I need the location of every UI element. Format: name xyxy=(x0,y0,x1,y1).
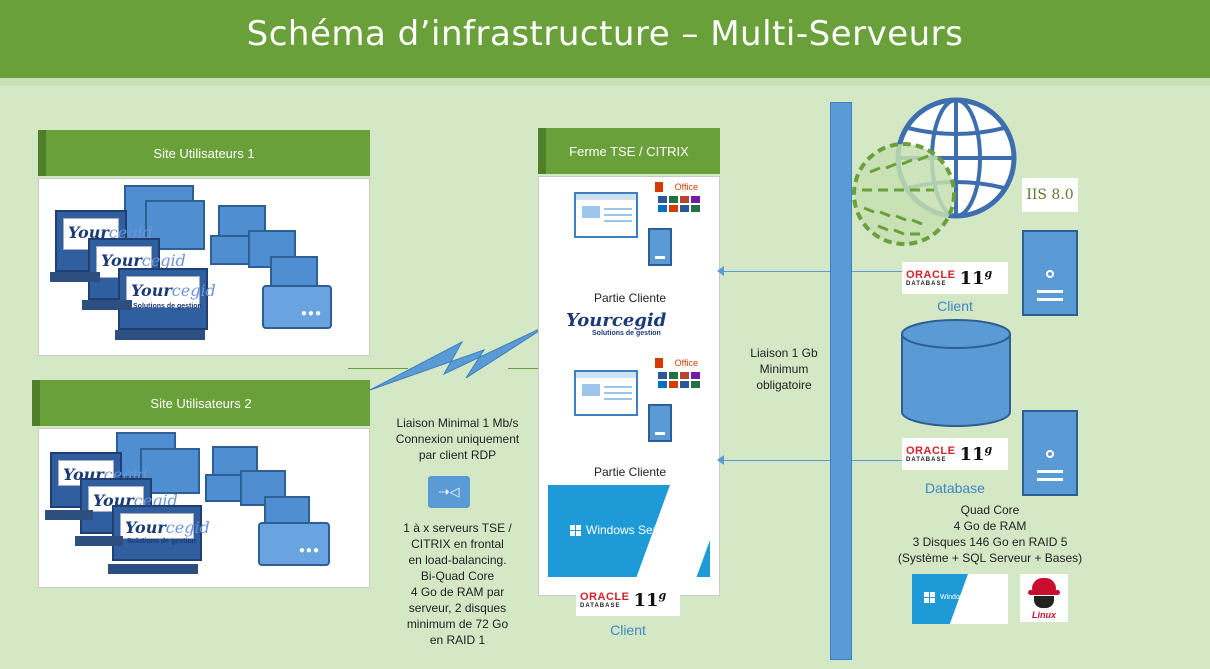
backbone-link xyxy=(852,460,902,461)
backbone-link xyxy=(852,271,902,272)
db-spec-line: Quad Core xyxy=(960,503,1020,517)
title-banner: Schéma d’infrastructure – Multi-Serveurs xyxy=(0,0,1210,78)
site-1-header: Site Utilisateurs 1 xyxy=(38,130,370,176)
backbone-link xyxy=(720,271,830,272)
keyboard-icon xyxy=(45,510,93,520)
wan-caption: Liaison Minimal 1 Mb/s Connexion uniquem… xyxy=(375,415,540,463)
load-balancer-icon: ⇢◁ xyxy=(428,476,470,508)
backbone-caption: Liaison 1 Gb Minimum obligatoire xyxy=(736,345,832,393)
yourcegid-logo: Yourcegid Solutions de gestion xyxy=(560,310,698,340)
farm-header: Ferme TSE / CITRIX xyxy=(538,128,720,174)
backbone-link xyxy=(720,460,830,461)
db-spec-line: 3 Disques 146 Go en RAID 5 xyxy=(912,535,1068,549)
right-client-label: Client xyxy=(937,298,973,314)
backbone-caption-line: Liaison 1 Gb xyxy=(750,346,818,360)
wan-line xyxy=(508,368,540,369)
tse-spec-line: en load-balancing. xyxy=(408,553,507,567)
db-specs: Quad Core 4 Go de RAM 3 Disques 146 Go e… xyxy=(880,502,1100,566)
partie-cliente-2: Partie Cliente xyxy=(593,465,667,479)
tse-spec-line: 1 à x serveurs TSE / xyxy=(403,521,512,535)
monitor-icon xyxy=(205,474,243,502)
monitor-icon xyxy=(145,200,205,250)
monitor-icon xyxy=(210,235,250,265)
application-window-icon xyxy=(574,370,638,416)
keyboard-icon xyxy=(75,536,123,546)
site-2-header: Site Utilisateurs 2 xyxy=(32,380,370,426)
wan-caption-line: Liaison Minimal 1 Mb/s xyxy=(396,416,519,430)
farm-title: Ferme TSE / CITRIX xyxy=(569,143,689,159)
arrow-icon xyxy=(717,455,724,465)
windows-server-logo: Windows Server xyxy=(548,485,710,577)
tse-specs: 1 à x serveurs TSE / CITRIX en frontal e… xyxy=(375,520,540,648)
printer-icon: ●●● xyxy=(258,522,330,566)
database-label: Database xyxy=(925,480,985,496)
globe-icon xyxy=(852,97,1017,246)
iis-logo: IIS 8.0 xyxy=(1022,178,1078,212)
network-backbone xyxy=(830,102,852,660)
redhat-linux-logo: Linux xyxy=(1020,574,1068,622)
keyboard-icon xyxy=(82,300,132,310)
backbone-caption-line: Minimum xyxy=(759,362,809,376)
wan-caption-line: Connexion uniquement xyxy=(395,432,520,446)
monitor-icon xyxy=(240,470,286,506)
site-2-title: Site Utilisateurs 2 xyxy=(150,395,252,411)
farm-client-label: Client xyxy=(610,622,646,638)
printer-icon: ●●● xyxy=(262,285,332,329)
arrow-icon xyxy=(717,266,724,276)
application-window-icon xyxy=(574,192,638,238)
server-icon xyxy=(648,404,672,442)
wan-caption-line: par client RDP xyxy=(418,448,497,462)
office-logo: Office xyxy=(652,180,702,222)
keyboard-icon xyxy=(50,272,100,282)
tse-spec-line: CITRIX en frontal xyxy=(411,537,504,551)
server-icon xyxy=(648,228,672,266)
wan-lightning-icon xyxy=(370,323,551,391)
partie-cliente-1: Partie Cliente xyxy=(593,291,667,305)
database-icon xyxy=(901,319,1011,427)
office-logo: Office xyxy=(652,356,702,398)
site-1-title: Site Utilisateurs 1 xyxy=(153,145,255,161)
page-title: Schéma d’infrastructure – Multi-Serveurs xyxy=(246,14,964,54)
keyboard-icon xyxy=(108,564,198,574)
tse-spec-line: serveur, 2 disques xyxy=(408,601,507,615)
windows-server-logo: Windows Server xyxy=(912,574,1008,624)
web-server-icon xyxy=(1022,230,1078,316)
tse-spec-line: Bi-Quad Core xyxy=(420,569,495,583)
backbone-caption-line: obligatoire xyxy=(756,378,812,392)
database-server-icon xyxy=(1022,410,1078,496)
tse-spec-line: minimum de 72 Go xyxy=(406,617,509,631)
tse-spec-line: 4 Go de RAM par xyxy=(410,585,505,599)
db-spec-line: (Système + SQL Serveur + Bases) xyxy=(897,551,1083,565)
banner-divider xyxy=(0,78,1210,86)
tse-spec-line: en RAID 1 xyxy=(429,633,486,647)
wan-line xyxy=(348,368,408,369)
keyboard-icon xyxy=(115,330,205,340)
db-spec-line: 4 Go de RAM xyxy=(953,519,1027,533)
